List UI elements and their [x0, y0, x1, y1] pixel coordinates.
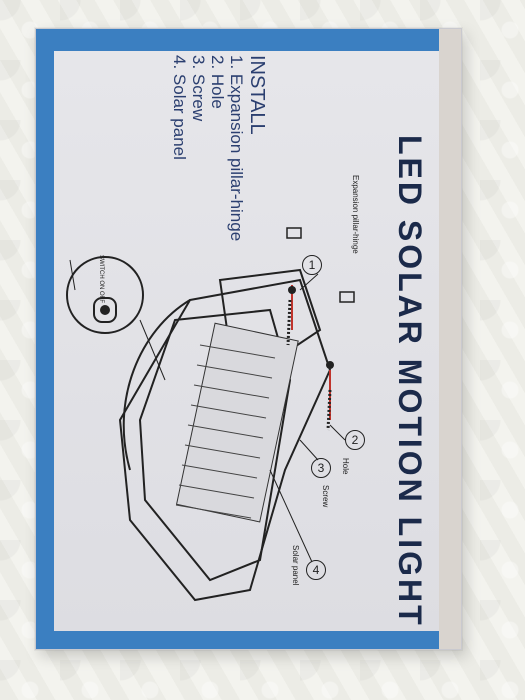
- product-title: LED SOLAR MOTION LIGHT: [392, 135, 428, 628]
- lamp-face: [138, 308, 292, 582]
- box-blue-edge-left: [36, 29, 54, 649]
- label-switch: SWITCH ON OFF: [98, 255, 104, 303]
- callout-1: 1: [302, 255, 322, 275]
- label-screw: Screw: [321, 485, 330, 508]
- callout-2: 2: [345, 430, 365, 450]
- lamp-body: [118, 278, 332, 602]
- callout-4: 4: [306, 560, 326, 580]
- install-item-4: 4. Solar panel: [170, 55, 189, 160]
- install-item-2: 2. Hole: [208, 55, 227, 109]
- install-heading: INSTALL: [246, 55, 268, 135]
- box-side-edge: [439, 29, 461, 649]
- solar-panel-graphic: [175, 322, 299, 523]
- callout-3: 3: [311, 458, 331, 478]
- label-hole: Hole: [341, 458, 350, 475]
- install-item-3: 3. Screw: [189, 55, 208, 122]
- switch-detail-circle: [66, 256, 144, 334]
- install-item-1: 1. Expansion pillar-hinge: [227, 55, 246, 242]
- label-expansion: Expansion pillar-hinge: [351, 175, 360, 254]
- label-solar-panel: Solar panel: [291, 545, 300, 586]
